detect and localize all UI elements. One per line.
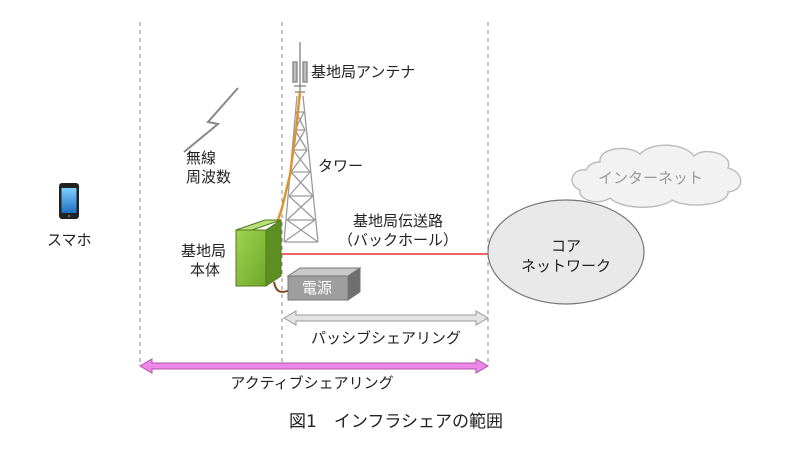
smartphone-label: スマホ	[47, 231, 92, 249]
tower-cable	[274, 91, 302, 227]
base-station-label-line1: 基地局	[181, 242, 227, 260]
active-sharing-label: アクティブシェアリング	[230, 374, 394, 392]
lightning-icon	[183, 87, 239, 153]
internet-label: インターネット	[598, 169, 704, 187]
antenna-icon	[292, 42, 308, 98]
backhaul-label-line1: 基地局伝送路	[352, 212, 443, 230]
passive-sharing-arrow	[283, 310, 489, 326]
antenna-label: 基地局アンテナ	[311, 63, 416, 81]
active-sharing-arrow	[139, 358, 489, 374]
power-box	[286, 267, 362, 301]
figure-caption: 図1 インフラシェアの範囲	[289, 412, 503, 432]
passive-sharing-label: パッシブシェアリング	[310, 329, 461, 347]
core-network-ellipse	[487, 199, 645, 305]
core-network-label-line2: ネットワーク	[520, 257, 611, 275]
tower-label: タワー	[318, 157, 364, 175]
radio-label-line1: 無線	[186, 149, 217, 167]
core-network-label-line1: コア	[550, 237, 581, 255]
region-separators	[139, 22, 489, 362]
power-label: 電源	[302, 279, 333, 297]
cloud-icon	[571, 144, 742, 208]
smartphone-icon	[59, 183, 79, 219]
base-station-box	[235, 219, 282, 287]
backhaul-label-line2: （バックホール）	[337, 231, 458, 249]
tower-icon	[283, 95, 319, 243]
radio-label-line2: 周波数	[186, 168, 232, 186]
base-station-label-line2: 本体	[190, 261, 221, 279]
